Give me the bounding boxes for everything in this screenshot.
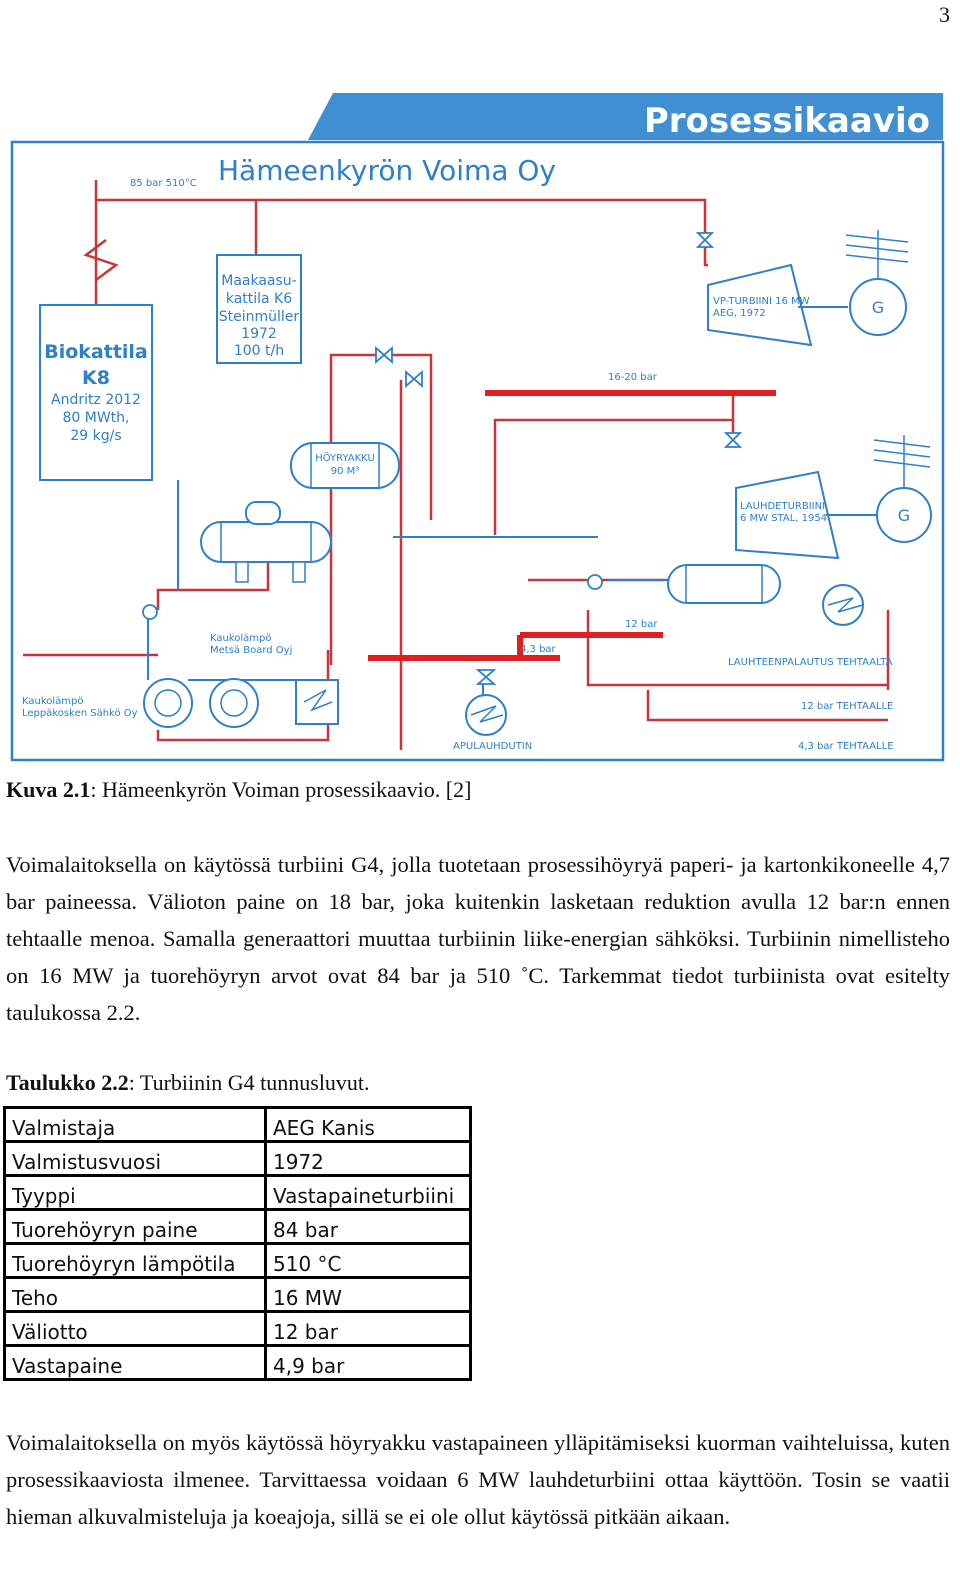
valve-icon: [375, 232, 743, 685]
turbine2-line2: 6 MW STAL, 1954: [740, 513, 827, 524]
label-12-bar: 12 bar: [625, 619, 658, 630]
table-value: AEG Kanis: [273, 1116, 375, 1140]
district-heat2-line1: Kaukolämpö: [22, 696, 84, 707]
figure-caption: Kuva 2.1: Hämeenkyrön Voiman prosessikaa…: [6, 777, 471, 803]
table-key: Tuorehöyryn lämpötila: [4, 1242, 267, 1278]
figure-caption-label: Kuva 2.1: [6, 777, 91, 802]
generator2-label: G: [898, 506, 910, 525]
boiler-k6-line2: kattila K6: [226, 291, 292, 307]
table-key: Teho: [4, 1276, 267, 1312]
boiler-k8-id: K8: [82, 367, 110, 389]
table-key: Tuorehöyryn paine: [4, 1208, 267, 1244]
table-value: 16 MW: [265, 1276, 471, 1312]
district-heat-exchanger-icon: [209, 678, 259, 728]
boiler-k6-line4: 1972: [241, 326, 277, 342]
boiler-k6: [216, 254, 302, 364]
table-value: 510 °C: [265, 1242, 471, 1278]
accumulator-volume: 90 M³: [331, 466, 360, 477]
table-key: Vastapaine: [4, 1344, 267, 1380]
table-key: Valmistusvuosi: [4, 1140, 267, 1176]
boiler-k8-name: Biokattila: [44, 341, 148, 363]
table-caption: Taulukko 2.2: Turbiinin G4 tunnusluvut.: [6, 1070, 370, 1096]
page-number: 3: [939, 2, 950, 27]
paragraph-1: Voimalaitoksella on käytössä turbiini G4…: [6, 852, 950, 1025]
table-key: Valmistaja: [4, 1107, 267, 1142]
district-heat2-line2: Leppäkosken Sähkö Oy: [22, 708, 138, 719]
banner: [308, 93, 943, 140]
table-value: 4,9 bar: [265, 1344, 471, 1380]
turbine1-line2: AEG, 1972: [713, 308, 766, 319]
aux-condenser-label: APULAUHDUTIN: [453, 741, 532, 752]
boiler-k6-line3: Steinmüller: [219, 309, 300, 325]
label-4-3-bar: 4,3 bar: [520, 644, 557, 655]
table-caption-text: : Turbiinin G4 tunnusluvut.: [128, 1070, 370, 1095]
table-value: Vastapaineturbiini: [265, 1174, 471, 1210]
district-heat1-line2: Metsä Board Oyj: [210, 645, 292, 656]
steam-accumulator: [290, 442, 400, 489]
steam-spec: 85 bar 510°C: [130, 178, 197, 189]
label-16-20-bar: 16-20 bar: [608, 372, 658, 383]
pump-icon: [142, 604, 158, 620]
table-key: Tyyppi: [4, 1174, 267, 1210]
table-caption-label: Taulukko 2.2: [6, 1070, 129, 1095]
turbine2-line1: LAUHDETURBIINI: [740, 501, 825, 512]
boiler-k8-maker: Andritz 2012: [51, 392, 141, 408]
pump-icon: [587, 574, 603, 590]
diagram-frame: [10, 140, 945, 762]
accumulator-label: HÖYRYAKKU: [315, 451, 375, 464]
table-value: 1972: [265, 1140, 471, 1176]
table-key: Väliotto: [4, 1310, 267, 1346]
backpressure-turbine: [707, 263, 813, 347]
company-title: Hämeenkyrön Voima Oy: [218, 154, 556, 187]
process-diagram: Prosessikaavio Hämeenkyrön Voima Oy 85 b…: [8, 90, 948, 765]
boiler-k6-line5: 100 t/h: [234, 343, 284, 359]
to-mill-12-label: 12 bar TEHTAALLE: [801, 701, 893, 712]
district-heat1-line1: Kaukolämpö: [210, 633, 272, 644]
table-value: 84 bar: [265, 1208, 471, 1244]
boiler-k8: [39, 304, 153, 481]
figure-caption-text: : Hämeenkyrön Voiman prosessikaavio. [2]: [90, 777, 472, 802]
paragraph-2: Voimalaitoksella on myös käytössä höyrya…: [6, 1430, 950, 1529]
district-heat-exchanger-icon: [143, 678, 193, 728]
to-mill-4-3-label: 4,3 bar TEHTAALLE: [798, 741, 894, 752]
condensate-tank: [667, 564, 781, 604]
generator1-label: G: [872, 298, 884, 317]
table-value: 12 bar: [265, 1310, 471, 1346]
condensing-turbine: [735, 470, 840, 560]
boiler-k6-line1: Maakaasu-: [221, 273, 296, 289]
boiler-k8-flow: 29 kg/s: [70, 428, 121, 444]
boiler-k8-power: 80 MWth,: [63, 410, 130, 426]
turbine1-line1: VP-TURBIINI 16 MW: [713, 296, 810, 307]
condensate-return-label: LAUHTEENPALAUTUS TEHTAALTA: [728, 657, 893, 668]
banner-title: Prosessikaavio: [644, 101, 930, 141]
